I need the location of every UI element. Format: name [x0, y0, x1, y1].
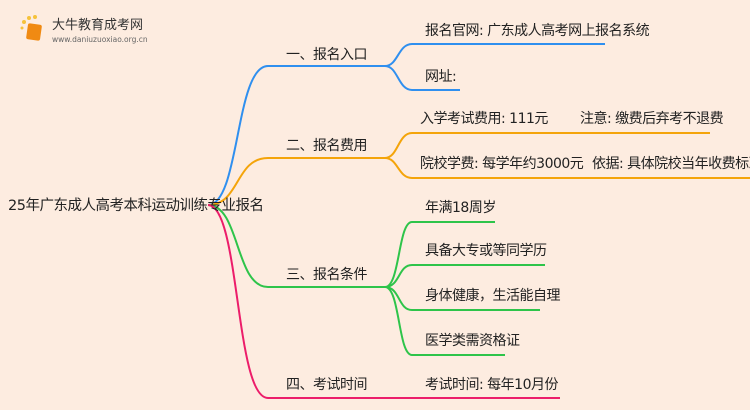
logo-title: 大牛教育成考网 [52, 18, 144, 33]
leaf-condition-health: 身体健康，生活能自理 [425, 288, 561, 304]
book-logo-icon [20, 15, 42, 41]
connector-branch-2 [207, 157, 385, 206]
leaf-tuition: 院校学费: 每学年约3000元 [420, 156, 584, 172]
connector-leaves-1 [384, 43, 605, 91]
branch-entry: 一、报名入口 [286, 47, 368, 63]
leaf-condition-certificate: 医学类需资格证 [425, 333, 520, 349]
connector-leaves-3 [384, 221, 545, 356]
connector-leaves-2 [384, 132, 750, 179]
leaf-condition-age: 年满18周岁 [425, 200, 496, 216]
branch-conditions: 三、报名条件 [286, 267, 368, 283]
leaf-condition-education: 具备大专或等同学历 [425, 243, 547, 259]
leaf-exam-fee: 入学考试费用: 111元 [420, 111, 548, 127]
leaf-exam-time: 考试时间: 每年10月份 [425, 377, 558, 393]
leaf-url: 网址: [425, 69, 457, 85]
logo-url: www.daniuzuoxiao.org.cn [52, 35, 148, 44]
branch-exam-time: 四、考试时间 [286, 377, 368, 393]
logo [18, 14, 48, 48]
connector-branch-3 [207, 204, 385, 288]
connector-branch-1 [207, 65, 385, 206]
leaf-exam-fee-note: 注意: 缴费后弃考不退费 [580, 111, 724, 127]
leaf-official-site: 报名官网: 广东成人高考网上报名系统 [425, 23, 650, 39]
root-topic: 25年广东成人高考本科运动训练专业报名 [8, 198, 264, 214]
branch-fees: 二、报名费用 [286, 138, 368, 154]
connector-branch-4 [207, 204, 560, 399]
leaf-tuition-note: 依据: 具体院校当年收费标准 [592, 156, 750, 172]
